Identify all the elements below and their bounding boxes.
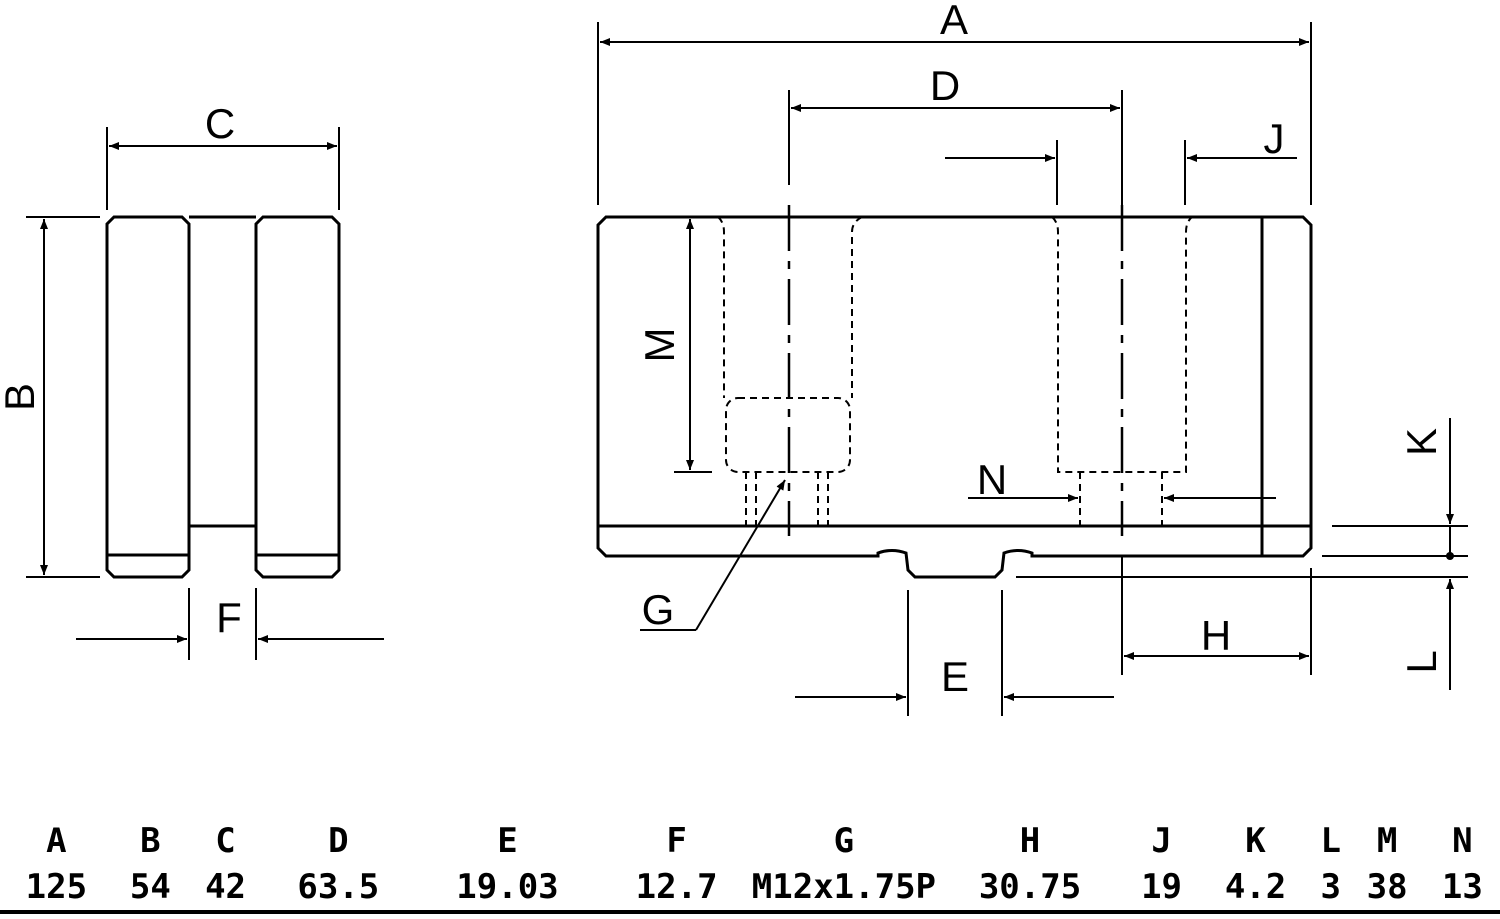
dim-d-label: D [930,62,960,109]
dim-l-label: L [1398,650,1445,673]
dim-g-label: G [642,586,675,633]
table-value-a: 125 [0,864,113,914]
side-view-right-jaw [254,215,341,579]
side-view: C B F [0,100,384,660]
table-value-b: 54 [112,864,188,914]
dim-h-label: H [1201,612,1231,659]
dim-f-label: F [216,594,242,641]
table-value-e: 19.03 [413,864,602,914]
dim-c-label: C [205,100,235,147]
table-header-d: D [328,821,349,861]
table-header-a: A [46,821,67,861]
table-header-j: J [1151,821,1172,861]
table-value-f: 12.7 [601,864,752,914]
dim-k-label: K [1398,428,1445,456]
dimension-table-header-row: A B C D E F G H J K L M N [0,818,1500,864]
table-value-g: M12x1.75P [751,864,937,914]
dim-e-label: E [941,653,969,700]
g-leader-line [695,479,786,631]
table-value-n: 13 [1424,864,1500,914]
dim-n-label: N [977,456,1007,503]
dim-j-label: J [1264,115,1285,162]
dim-a-label: A [940,0,968,43]
table-value-c: 42 [187,864,264,914]
table-header-b: B [140,821,161,861]
front-view: A D J M N G E H [596,0,1468,716]
table-header-g: G [833,821,855,861]
table-header-l: L [1320,821,1341,861]
table-value-j: 19 [1123,864,1200,914]
side-view-left-jaw [105,215,191,579]
table-value-d: 63.5 [263,864,414,914]
table-header-f: F [666,821,687,861]
table-header-e: E [497,821,518,861]
dim-b-label: B [0,383,43,411]
table-header-c: C [215,821,236,861]
dim-m-label: M [636,328,683,363]
dimension-table: A B C D E F G H J K L M N 125 54 42 63.5… [0,818,1500,914]
table-value-l: 3 [1311,864,1350,914]
technical-drawing: C B F A [0,0,1468,716]
table-value-h: 30.75 [936,864,1124,914]
table-header-h: H [1019,821,1041,861]
dimension-table-value-row: 125 54 42 63.5 19.03 12.7 M12x1.75P 30.7… [0,864,1500,914]
table-header-k: K [1245,821,1266,861]
table-header-n: N [1452,821,1473,861]
table-value-k: 4.2 [1199,864,1312,914]
table-value-m: 38 [1349,864,1425,914]
table-header-m: M [1376,821,1398,861]
front-view-body [596,215,1313,579]
